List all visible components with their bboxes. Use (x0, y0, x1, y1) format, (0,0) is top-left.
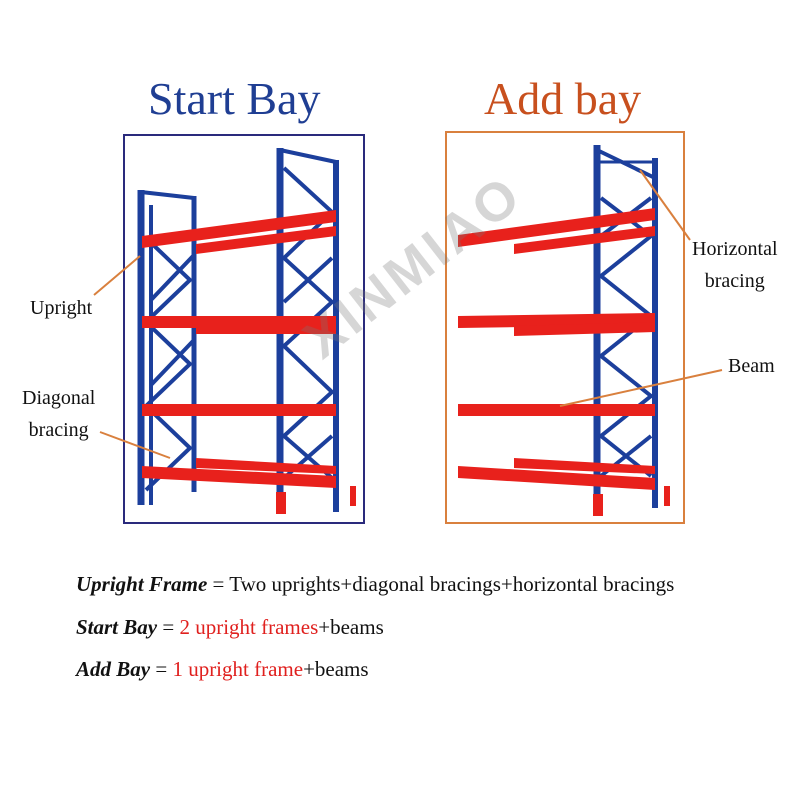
beam (458, 404, 655, 416)
legend-equals: = (207, 572, 230, 596)
legend-highlight: 2 upright frames (179, 615, 319, 639)
beam (196, 458, 336, 474)
legend-term: Start Bay (76, 615, 158, 639)
horizontal-bracing-line2: bracing (704, 270, 765, 292)
beam (458, 466, 655, 490)
diagonal-bracing-line2: bracing (28, 419, 89, 441)
diagonal-bracing (597, 196, 655, 478)
add-bay-title: Add bay (484, 73, 642, 124)
legend-rest: +beams (303, 657, 369, 681)
beam (142, 466, 336, 488)
beam (142, 210, 336, 248)
legend-rest: +beams (318, 615, 384, 639)
beam (196, 324, 336, 334)
beam-leader (559, 369, 723, 407)
horizontal-bracing-line1: Horizontal (692, 238, 778, 260)
horizontal-bracing (140, 190, 195, 200)
callout-leaders (93, 169, 723, 459)
diagonal-bracing (143, 236, 193, 492)
beam (514, 322, 655, 336)
beam (458, 208, 655, 247)
rack-diagram (93, 131, 723, 524)
diagonal-bracing-leader (99, 431, 171, 459)
legend-add-bay: Add Bay = 1 upright frame+beams (76, 657, 369, 682)
legend-highlight: 1 upright frame (172, 657, 304, 681)
start-bay-left-upright-frame (137, 190, 196, 505)
beam (514, 226, 655, 254)
horizontal-bracing-leader (639, 169, 691, 241)
legend-equals: = (157, 615, 180, 639)
legend-rest: Two uprights+diagonal bracings+horizonta… (229, 572, 675, 596)
beam (196, 226, 336, 254)
upright-leader (93, 255, 141, 296)
horizontal-bracing (596, 148, 656, 180)
legend-term: Add Bay (76, 657, 151, 681)
start-bay-frame-border (123, 134, 365, 524)
legend-upright-frame: Upright Frame = Two uprights+diagonal br… (76, 572, 674, 597)
add-bay-beams (458, 208, 655, 490)
upright-callout: Upright (30, 297, 93, 319)
start-bay-title: Start Bay (148, 73, 321, 124)
beam-callout: Beam (728, 355, 775, 377)
horizontal-bracing (279, 148, 337, 164)
diagonal-bracing-line1: Diagonal (22, 387, 96, 409)
legend-term: Upright Frame (76, 572, 208, 596)
legend-start-bay: Start Bay = 2 upright frames+beams (76, 615, 384, 640)
start-bay-beams (142, 210, 336, 488)
beam (142, 404, 336, 416)
legend-equals: = (150, 657, 173, 681)
diagonal-bracing-callout: Diagonal bracing (22, 382, 95, 446)
horizontal-bracing-callout: Horizontal bracing (692, 233, 778, 297)
beam (514, 458, 655, 474)
add-bay-frame-border (445, 131, 685, 524)
